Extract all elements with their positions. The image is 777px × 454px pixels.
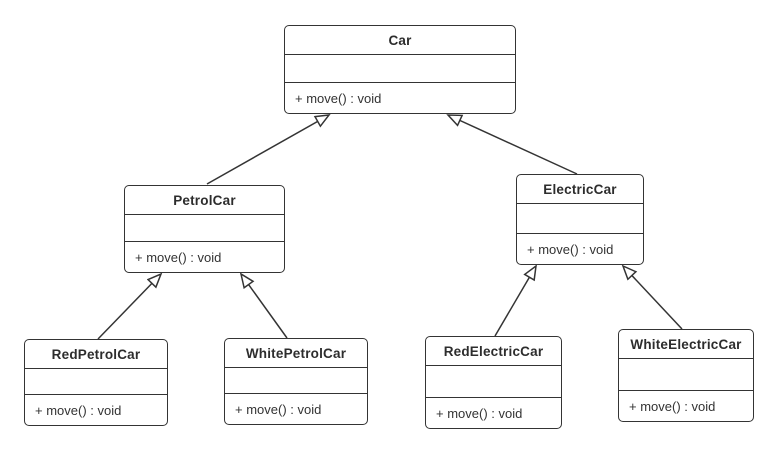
class-attributes-compartment [619,359,753,391]
generalization-arrow-electriccar-to-car [448,115,578,175]
generalization-arrow-whitepetrolcar-to-petrolcar [241,274,288,339]
class-name: ElectricCar [517,175,643,204]
class-box-whiteelectriccar: WhiteElectricCar + move() : void [618,329,754,422]
class-attributes-compartment [285,55,515,83]
class-attributes-compartment [426,366,561,398]
class-box-redelectriccar: RedElectricCar + move() : void [425,336,562,429]
class-method: + move() : void [295,90,382,106]
generalization-arrow-redpetrolcar-to-petrolcar [97,274,161,340]
class-attributes-compartment [517,204,643,234]
class-box-petrolcar: PetrolCar + move() : void [124,185,285,273]
class-name: RedElectricCar [426,337,561,366]
class-method: + move() : void [135,249,222,265]
generalization-arrow-petrolcar-to-car [206,115,329,185]
class-name: Car [285,26,515,55]
class-method: + move() : void [527,241,614,257]
class-name: PetrolCar [125,186,284,215]
class-method: + move() : void [629,398,716,414]
class-name: RedPetrolCar [25,340,167,369]
class-name: WhiteElectricCar [619,330,753,359]
generalization-arrow-redelectriccar-to-electriccar [494,266,536,337]
class-box-electriccar: ElectricCar + move() : void [516,174,644,265]
generalization-arrow-whiteelectriccar-to-electriccar [623,266,683,330]
class-method: + move() : void [35,402,122,418]
class-attributes-compartment [25,369,167,395]
class-attributes-compartment [225,368,367,394]
class-method: + move() : void [436,405,523,421]
class-name: WhitePetrolCar [225,339,367,368]
class-attributes-compartment [125,215,284,242]
class-box-car: Car + move() : void [284,25,516,114]
class-box-whitepetrolcar: WhitePetrolCar + move() : void [224,338,368,425]
class-method: + move() : void [235,401,322,417]
class-box-redpetrolcar: RedPetrolCar + move() : void [24,339,168,426]
